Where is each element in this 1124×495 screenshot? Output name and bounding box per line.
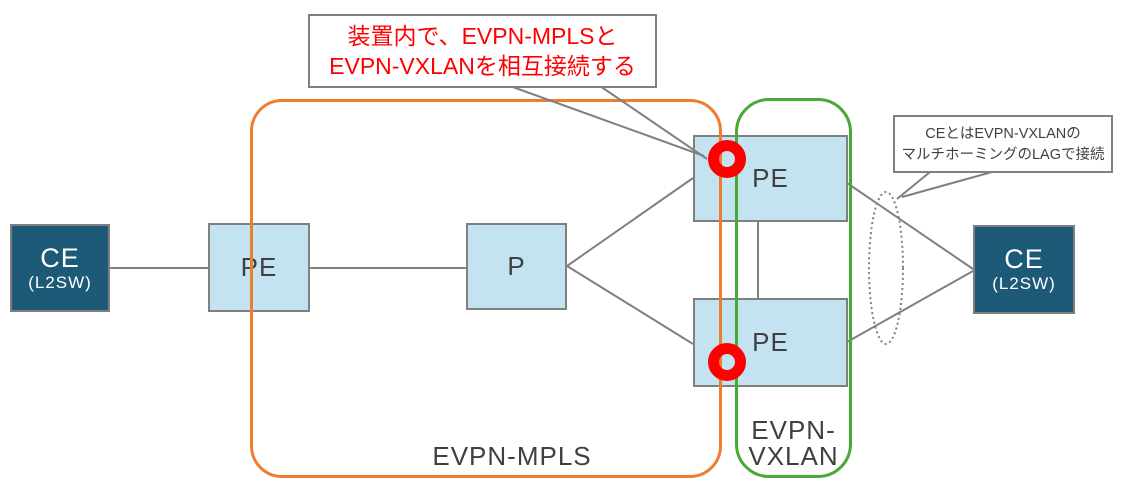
link-pe-top-ce-right — [846, 182, 974, 270]
node-pe-left-label: PE — [240, 252, 278, 282]
node-ce-left-title: CE — [40, 242, 80, 273]
interconnect-note-pointer-left — [509, 85, 705, 157]
node-ce-right-subtitle: (L2SW) — [992, 274, 1056, 293]
interconnect-note: 装置内で、EVPN-MPLSと EVPN-VXLANを相互接続する — [308, 14, 657, 88]
interconnect-note-pointer-right — [599, 85, 708, 160]
interconnect-highlight-ring-bottom — [708, 343, 746, 381]
lag-note-pointer-right — [901, 171, 993, 198]
node-pe-top-label: PE — [752, 163, 789, 193]
lag-group-ellipse — [868, 191, 904, 345]
interconnect-highlight-ring-top — [708, 140, 746, 178]
node-ce-right-title: CE — [1004, 244, 1044, 275]
region-label-evpn-vxlan-line2: VXLAN — [748, 441, 839, 471]
lag-note-line1: CEとはEVPN-VXLANの — [925, 126, 1081, 142]
node-ce-left: CE (L2SW) — [10, 224, 110, 312]
interconnect-note-line2: EVPN-VXLANを相互接続する — [329, 53, 636, 79]
lag-note-line2: マルチホーミングのLAGで接続 — [901, 147, 1105, 163]
lag-note-pointer-left — [896, 171, 931, 200]
node-p-label: P — [507, 251, 526, 281]
link-pe-bottom-ce-right — [846, 270, 974, 343]
node-pe-left: PE — [208, 223, 310, 312]
region-label-evpn-vxlan-line1: EVPN- — [751, 415, 836, 445]
node-pe-bottom-label: PE — [752, 327, 789, 357]
link-p-pe-bottom — [566, 265, 694, 345]
node-ce-left-subtitle: (L2SW) — [28, 272, 92, 292]
region-label-evpn-vxlan: EVPN- VXLAN — [740, 417, 847, 469]
region-label-evpn-mpls: EVPN-MPLS — [432, 441, 592, 471]
node-p: P — [466, 223, 567, 310]
link-p-pe-top — [566, 177, 694, 267]
node-ce-right: CE (L2SW) — [973, 225, 1075, 314]
lag-note: CEとはEVPN-VXLANの マルチホーミングのLAGで接続 — [893, 115, 1113, 173]
interconnect-note-line1: 装置内で、EVPN-MPLSと — [347, 23, 618, 49]
